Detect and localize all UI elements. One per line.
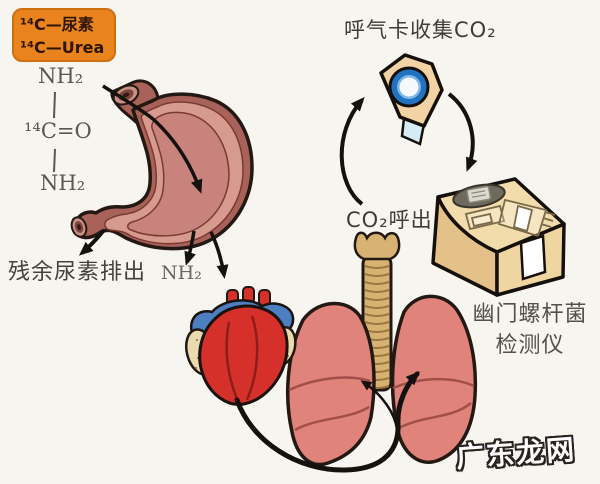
breath-card-collect-label: 呼气卡收集CO₂ (344, 18, 497, 42)
formula-carbonyl: ¹⁴C=O (24, 119, 92, 143)
machine-card-slot (519, 234, 547, 281)
arrow-exhale-to-card (339, 96, 365, 206)
pylorus-opening (70, 216, 88, 238)
breath-card-illustration (379, 53, 444, 146)
lungs-illustration (286, 294, 478, 467)
arrow-stomach-to-ammonia (184, 230, 196, 266)
machine-buttons (540, 211, 556, 228)
arrow-heart-to-lungs (234, 371, 420, 473)
detector-name-line1: 幽门螺杆菌 (472, 302, 588, 327)
arrow-lungs-branch (360, 380, 398, 425)
arrow-card-to-detector (447, 92, 478, 172)
detector-name-label: 幽门螺杆菌 检测仪 (468, 299, 592, 361)
c14-urea-legend-card: ¹⁴C—尿素 ¹⁴C—Urea (12, 8, 116, 62)
detector-name-line2: 检测仪 (495, 333, 565, 358)
arrow-residual-excretion (78, 228, 106, 256)
formula-amine-top: NH₂ (38, 64, 84, 88)
heart-body (198, 304, 289, 406)
machine-control-panels (464, 198, 548, 238)
detector-machine-illustration (431, 177, 566, 297)
watermark-text: 广东龙网 (455, 432, 578, 475)
formula-amine-bottom: NH₂ (40, 171, 86, 195)
machine-display-well (452, 183, 506, 209)
legend-line-cn: ¹⁴C—尿素 (20, 15, 94, 34)
residual-urea-label: 残余尿素排出 (8, 260, 147, 285)
ammonia-label: NH₂ (161, 262, 202, 284)
legend-line-en: ¹⁴C—Urea (20, 38, 105, 57)
co2-exhaled-label: CO₂呼出 (346, 208, 433, 232)
urea-structure-bonds (53, 91, 56, 173)
arrow-stomach-to-heart (209, 231, 229, 279)
heart-illustration (184, 286, 297, 406)
arrow-urea-into-stomach (102, 84, 203, 194)
stomach-illustration (70, 79, 254, 251)
